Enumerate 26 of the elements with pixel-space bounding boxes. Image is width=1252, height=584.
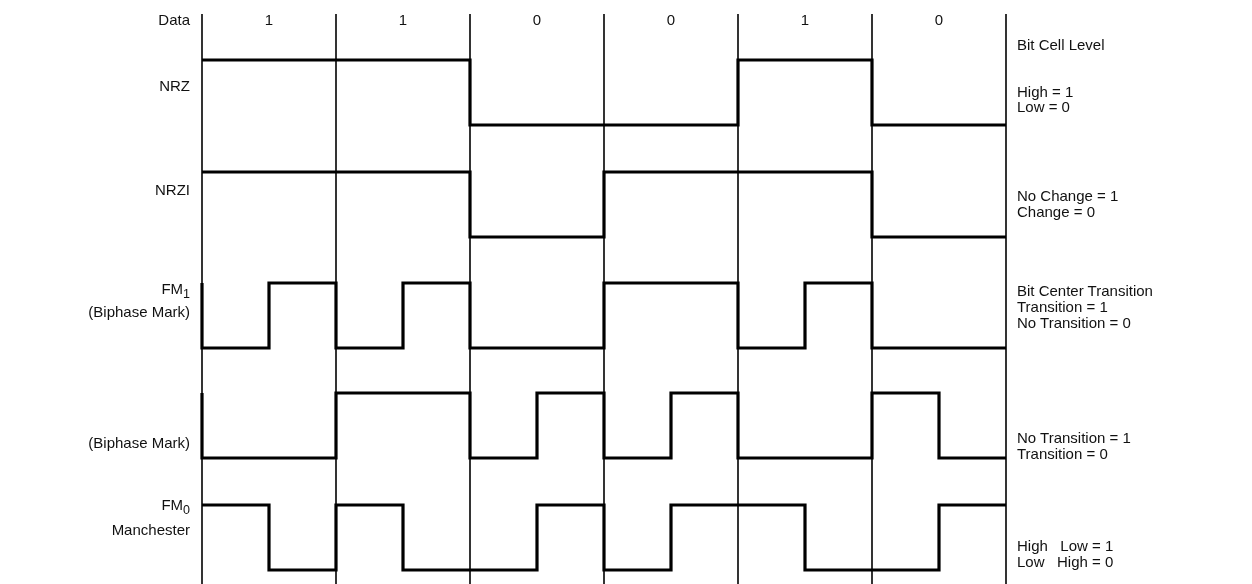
bit-value: 1: [264, 12, 274, 28]
bit-value: 1: [398, 12, 408, 28]
signal-name: Manchester: [111, 522, 190, 538]
encoding-rule: Bit Cell Level: [1017, 37, 1105, 53]
encoding-rule: No Transition = 1: [1017, 430, 1131, 446]
encoding-rule: No Change = 1: [1017, 188, 1119, 204]
bit-value: 0: [532, 12, 542, 28]
encoding-rule: High Low = 1: [1017, 538, 1114, 554]
signal-name: (Biphase Mark): [88, 435, 190, 451]
encoding-rule: High = 1: [1017, 84, 1074, 100]
signal-name: (Biphase Mark): [88, 304, 190, 320]
encoding-rule: Bit Center Transition: [1017, 283, 1153, 299]
encoding-rule: Change = 0: [1017, 204, 1095, 220]
bit-value: 1: [800, 12, 810, 28]
encoding-rule: Low = 0: [1017, 99, 1070, 115]
signal-name: NRZI: [155, 182, 190, 198]
signal-name: FM$_{0}$: [161, 496, 190, 518]
encoding-rule: Transition = 0: [1017, 446, 1108, 462]
encoding-rule: Transition = 1: [1017, 299, 1108, 315]
bit-value: 0: [934, 12, 944, 28]
bit-value: 0: [666, 12, 676, 28]
encoding-rule: No Transition = 0: [1017, 315, 1131, 331]
signal-name: FM$_{1}$: [161, 280, 190, 302]
signal-name: NRZ: [159, 78, 190, 94]
signal-name: Data: [158, 12, 190, 28]
encoding-rule: Low High = 0: [1017, 554, 1114, 570]
